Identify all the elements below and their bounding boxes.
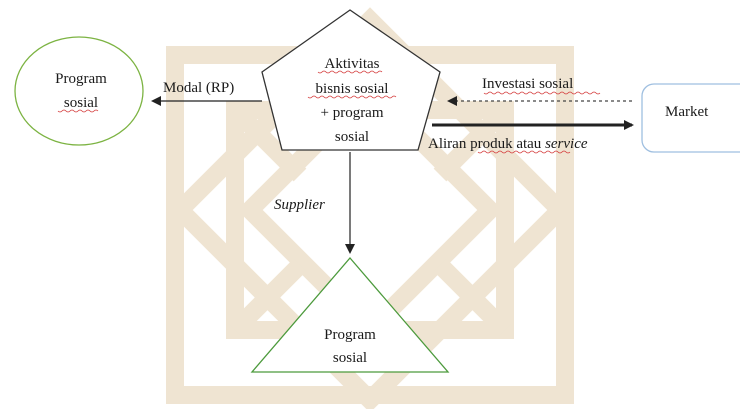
aliran-label-main: Aliran produk atau bbox=[428, 136, 545, 152]
aliran-label: Aliran produk atau service bbox=[428, 136, 588, 152]
pentagon-line-3: + program bbox=[320, 105, 383, 121]
modal-arrow: Modal (RP) bbox=[151, 80, 262, 106]
supplier-arrow: Supplier bbox=[274, 152, 355, 254]
pentagon-line-4: sosial bbox=[335, 129, 369, 145]
triangle-line-1: Program bbox=[324, 327, 376, 343]
modal-label: Modal (RP) bbox=[163, 80, 234, 96]
program-sosial-triangle: Program sosial bbox=[250, 257, 450, 373]
investasi-label: Investasi sosial bbox=[482, 76, 573, 92]
circle-line-1: Program bbox=[55, 71, 107, 87]
market-label: Market bbox=[665, 104, 709, 120]
aliran-produk-arrow: Aliran produk atau service bbox=[428, 120, 634, 154]
pentagon-line-2: bisnis sosial bbox=[316, 81, 389, 97]
pentagon-line-1: Aktivitas bbox=[325, 56, 380, 72]
program-sosial-circle: Program sosial bbox=[14, 36, 144, 146]
circle-line-2: sosial bbox=[64, 95, 98, 111]
aliran-label-italic: service bbox=[545, 136, 588, 152]
investasi-arrow: Investasi sosial bbox=[447, 76, 632, 106]
market-box: Market bbox=[641, 83, 740, 153]
supplier-label: Supplier bbox=[274, 197, 325, 213]
bisnis-sosial-pentagon: Aktivitas bisnis sosial + program sosial bbox=[261, 9, 441, 151]
triangle-line-2: sosial bbox=[333, 350, 367, 366]
